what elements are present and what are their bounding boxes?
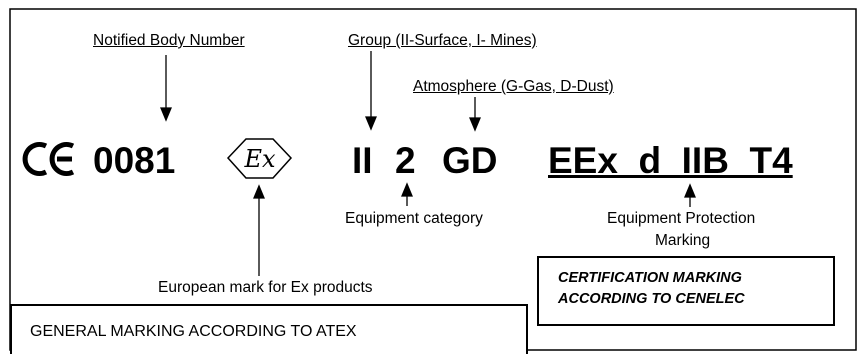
arrow-head-category [401,182,413,197]
cenelec-box: CERTIFICATION MARKING ACCORDING TO CENEL… [537,256,835,326]
atex-box: GENERAL MARKING ACCORDING TO ATEX [10,304,528,354]
ex-symbol-text: Ex [244,144,276,173]
category-value: 2 [395,140,416,181]
notified-body-number-value: 0081 [93,140,176,181]
atex-box-text: GENERAL MARKING ACCORDING TO ATEX [30,323,357,340]
equipment-protection-label-line2: Marking [655,232,711,249]
ex-symbol-hexagon [226,138,293,179]
arrow-head-group [365,116,377,131]
arrow-head-protection [684,183,696,198]
group-label: Group (II-Surface, I- Mines) [348,32,537,49]
european-mark-label: European mark for Ex products [158,279,373,296]
equipment-category-label: Equipment category [345,210,483,227]
cenelec-box-line2: ACCORDING TO CENELEC [558,291,745,307]
atmosphere-label: Atmosphere (G-Gas, D-Dust) [413,78,614,95]
cenelec-box-line1: CERTIFICATION MARKING [558,270,742,286]
notified-body-number-label: Notified Body Number [93,32,245,49]
atmosphere-value: GD [442,140,498,181]
arrow-head-atmosphere [469,117,481,132]
equipment-protection-label-line1: Equipment Protection [607,210,756,227]
group-value: II [352,140,373,181]
protection-marking-value: EEx d IIB T4 [548,140,793,181]
arrow-head-european-mark [253,184,265,199]
arrow-head-notified [160,107,172,122]
ce-mark-glyph [22,142,75,176]
